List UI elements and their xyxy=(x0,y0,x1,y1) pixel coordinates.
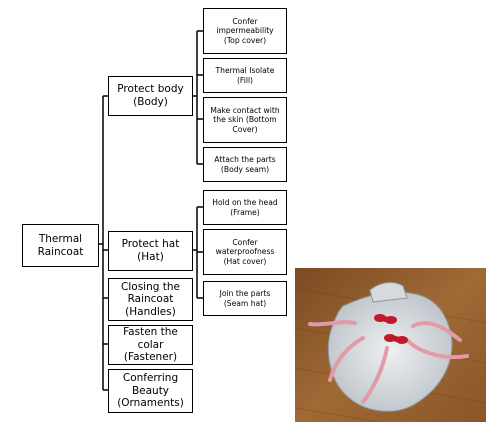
root-node-thermal-raincoat: Thermal Raincoat xyxy=(22,224,99,267)
node-frame: Hold on the head (Frame) xyxy=(203,190,287,225)
node-hat-cover: Confer waterproofness (Hat cover) xyxy=(203,229,287,275)
node-top-cover: Confer impermeability (Top cover) xyxy=(203,8,287,54)
node-conferring-beauty: Conferring Beauty (Ornaments) xyxy=(108,369,193,413)
node-seam-hat: Join the parts (Seam hat) xyxy=(203,281,287,316)
node-protect-body: Protect body (Body) xyxy=(108,76,193,116)
node-protect-hat: Protect hat (Hat) xyxy=(108,231,193,271)
node-fill: Thermal Isolate (Fill) xyxy=(203,58,287,93)
node-body-seam: Attach the parts (Body seam) xyxy=(203,147,287,182)
node-closing-raincoat: Closing the Raincoat (Handles) xyxy=(108,278,193,321)
node-fasten-colar: Fasten the colar (Fastener) xyxy=(108,325,193,365)
node-bottom-cover: Make contact with the skin (Bottom Cover… xyxy=(203,97,287,143)
raincoat-photo xyxy=(295,268,486,422)
